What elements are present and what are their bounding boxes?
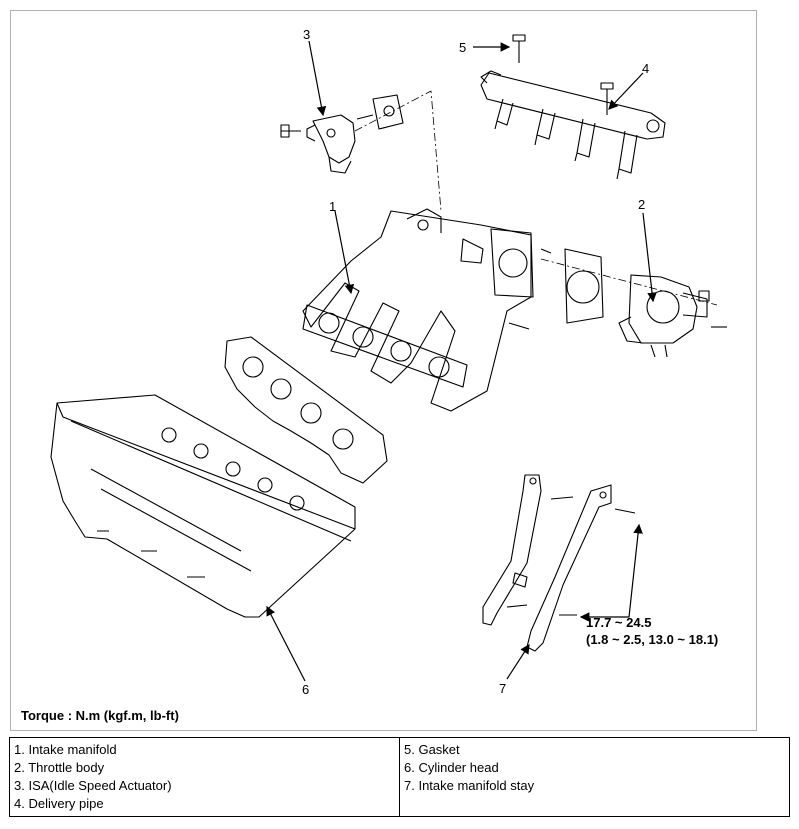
legend-item: 6. Cylinder head: [404, 760, 499, 775]
torque-units-caption: Torque : N.m (kgf.m, lb-ft): [21, 708, 179, 723]
callout-2: 2: [638, 197, 645, 212]
legend-column-right: 5. Gasket 6. Cylinder head 7. Intake man…: [399, 737, 790, 817]
manifold-stay-drawing: [482, 474, 636, 652]
callout-numbers: 3 5 4 1 2 6 7: [302, 27, 649, 697]
callout-6: 6: [302, 682, 309, 697]
manifold-gasket-drawing: [224, 336, 388, 484]
torque-spec-value: 17.7 ~ 24.5: [586, 615, 651, 630]
legend-item: 2. Throttle body: [14, 760, 105, 775]
exploded-view-figure: 3 5 4 1 2 6 7 17.7 ~ 24.5 (1.8 ~ 2.5, 13…: [10, 10, 757, 731]
legend-item: 7. Intake manifold stay: [404, 778, 535, 793]
callout-3: 3: [303, 27, 310, 42]
intake-manifold-drawing: [302, 208, 552, 412]
throttle-gasket-drawing: [564, 248, 604, 324]
legend-item: 4. Delivery pipe: [14, 796, 104, 811]
legend-column-left: 1. Intake manifold 2. Throttle body 3. I…: [9, 737, 400, 817]
callout-7: 7: [499, 681, 506, 696]
legend-row: 1. Intake manifold 2. Throttle body 3. I…: [9, 737, 790, 817]
exploded-view-drawing: 3 5 4 1 2 6 7 17.7 ~ 24.5 (1.8 ~ 2.5, 13…: [50, 27, 727, 697]
callout-leaders: [266, 40, 657, 682]
legend-item: 1. Intake manifold: [14, 742, 117, 757]
assembly-guide-lines: [354, 90, 718, 306]
delivery-pipe-drawing: [480, 34, 666, 180]
parts-legend-table: 1. Intake manifold 2. Throttle body 3. I…: [9, 737, 790, 817]
legend-item: 5. Gasket: [404, 742, 460, 757]
callout-1: 1: [329, 199, 336, 214]
isa-part-drawing: [280, 94, 404, 174]
cylinder-head-drawing: [50, 394, 356, 618]
throttle-body-drawing: [618, 274, 727, 358]
torque-spec-units: (1.8 ~ 2.5, 13.0 ~ 18.1): [586, 632, 718, 647]
callout-4: 4: [642, 61, 649, 76]
callout-5: 5: [459, 40, 466, 55]
legend-item: 3. ISA(Idle Speed Actuator): [14, 778, 172, 793]
